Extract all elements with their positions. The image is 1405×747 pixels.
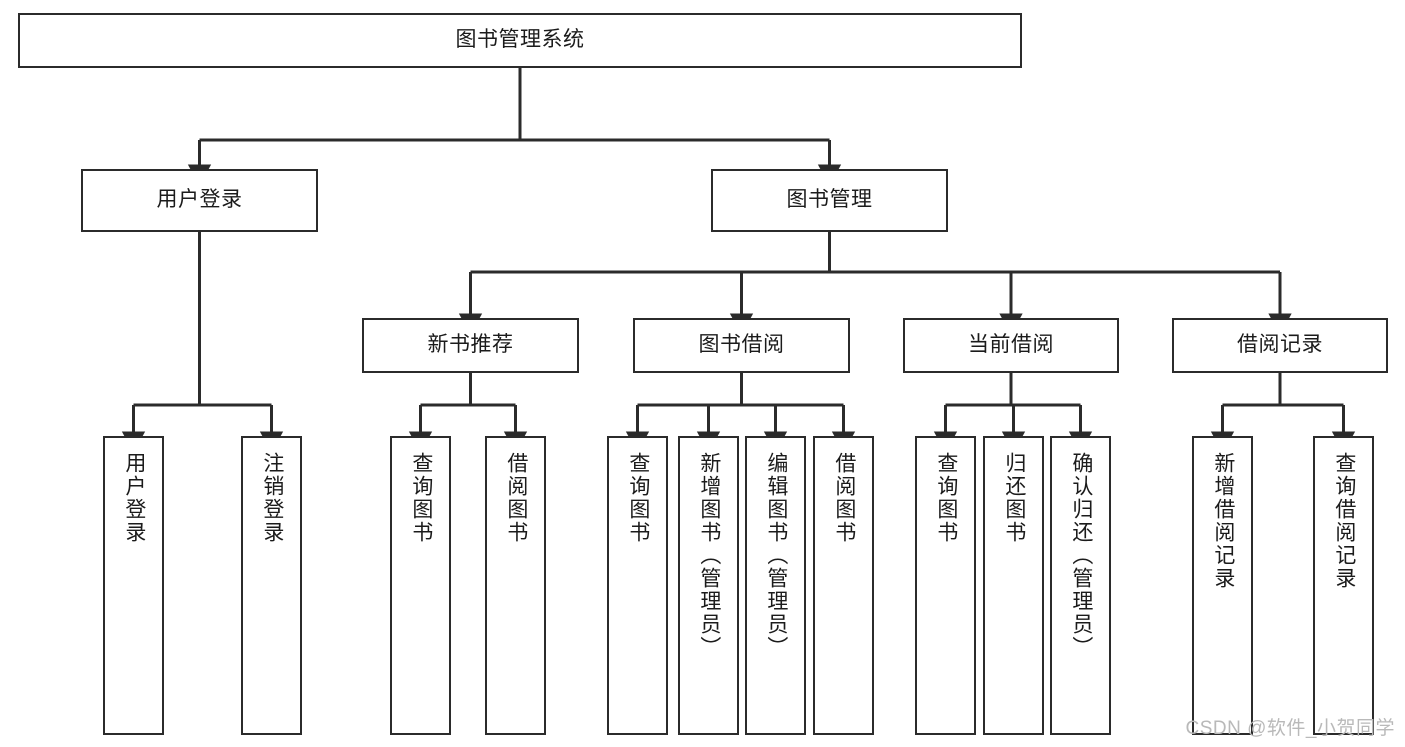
node-leaf-borrow-query[interactable]: 查询图书: [607, 436, 668, 735]
node-current-borrow[interactable]: 当前借阅: [903, 318, 1119, 373]
node-label: 编辑图书（管理员）: [764, 452, 788, 659]
node-label: 借阅图书: [504, 452, 528, 544]
node-label: 新书推荐: [427, 333, 514, 357]
node-leaf-cur-confirm[interactable]: 确认归还（管理员）: [1050, 436, 1111, 735]
node-leaf-borrow-do[interactable]: 借阅图书: [813, 436, 874, 735]
node-book-borrow[interactable]: 图书借阅: [633, 318, 850, 373]
node-label: 新增图书（管理员）: [697, 452, 721, 659]
node-label: 查询图书: [409, 452, 433, 544]
node-root[interactable]: 图书管理系统: [18, 13, 1022, 68]
node-label: 注销登录: [260, 452, 284, 544]
node-leaf-rec-borrow[interactable]: 借阅图书: [485, 436, 546, 735]
node-new-book-rec[interactable]: 新书推荐: [362, 318, 579, 373]
node-leaf-borrow-add[interactable]: 新增图书（管理员）: [678, 436, 739, 735]
node-label: 用户登录: [122, 452, 146, 544]
node-label: 借阅图书: [832, 452, 856, 544]
node-leaf-rec-search[interactable]: 查询借阅记录: [1313, 436, 1374, 735]
node-label: 图书管理系统: [455, 28, 585, 52]
watermark: CSDN @软件_小贺同学: [1185, 718, 1395, 739]
node-leaf-cur-query[interactable]: 查询图书: [915, 436, 976, 735]
node-borrow-record[interactable]: 借阅记录: [1172, 318, 1388, 373]
node-label: 图书管理: [786, 188, 873, 212]
node-label: 查询图书: [934, 452, 958, 544]
node-leaf-borrow-edit[interactable]: 编辑图书（管理员）: [745, 436, 806, 735]
node-label: 归还图书: [1002, 452, 1026, 544]
node-user-login[interactable]: 用户登录: [81, 169, 318, 232]
node-label: 图书借阅: [698, 333, 785, 357]
node-label: 查询图书: [626, 452, 650, 544]
node-leaf-cur-return[interactable]: 归还图书: [983, 436, 1044, 735]
node-leaf-rec-add[interactable]: 新增借阅记录: [1192, 436, 1253, 735]
node-leaf-user-login[interactable]: 用户登录: [103, 436, 164, 735]
node-leaf-user-logout[interactable]: 注销登录: [241, 436, 302, 735]
node-label: 查询借阅记录: [1332, 452, 1356, 590]
node-leaf-rec-query[interactable]: 查询图书: [390, 436, 451, 735]
node-label: 用户登录: [156, 188, 243, 212]
node-label: 当前借阅: [968, 333, 1054, 357]
node-label: 借阅记录: [1237, 333, 1323, 357]
node-label: 确认归还（管理员）: [1069, 452, 1093, 659]
node-book-mgmt[interactable]: 图书管理: [711, 169, 948, 232]
node-label: 新增借阅记录: [1211, 452, 1235, 590]
